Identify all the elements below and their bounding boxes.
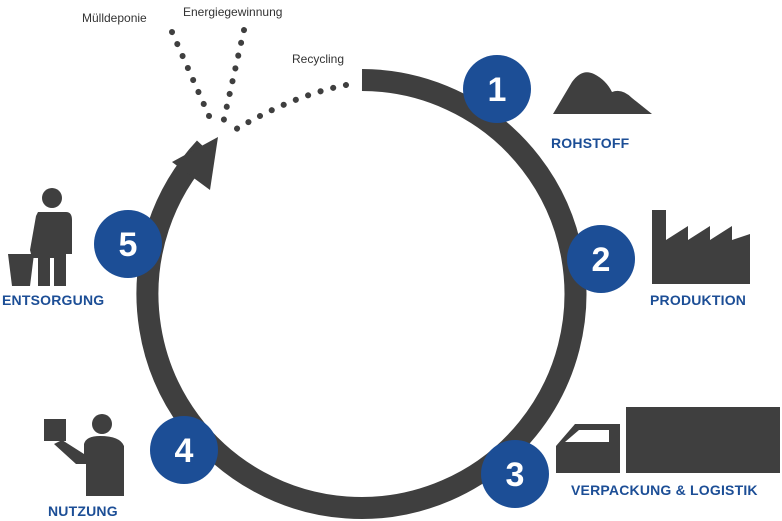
stage-number: 1 xyxy=(488,71,507,109)
stage-badge xyxy=(94,210,162,278)
stage-label: VERPACKUNG & LOGISTIK xyxy=(571,482,758,498)
stage-1: 1 ROHSTOFF xyxy=(463,55,652,151)
stage-number: 5 xyxy=(119,226,138,264)
truck-icon xyxy=(556,407,780,473)
stage-number: 2 xyxy=(592,241,611,279)
stage-badge xyxy=(463,55,531,123)
path-label-energy: Energiegewinnung xyxy=(183,5,282,19)
stage-number: 3 xyxy=(506,456,525,494)
stage-5: 5 ENTSORGUNG xyxy=(2,188,162,308)
recycling-path xyxy=(225,82,349,137)
stage-4: 4 NUTZUNG xyxy=(44,414,218,519)
stage-label: PRODUKTION xyxy=(650,292,746,308)
cycle-arrowhead xyxy=(172,137,218,190)
energy-path xyxy=(219,27,247,131)
person-with-bin-icon xyxy=(8,188,72,286)
stage-3: 3 VERPACKUNG & LOGISTIK xyxy=(481,407,780,508)
stage-badge xyxy=(567,225,635,293)
path-label-recycling: Recycling xyxy=(292,52,344,66)
factory-icon xyxy=(652,210,750,284)
stage-label: NUTZUNG xyxy=(48,503,118,519)
stage-label: ENTSORGUNG xyxy=(2,292,104,308)
stage-badge xyxy=(481,440,549,508)
dotted-paths xyxy=(169,27,349,137)
person-holding-box-icon xyxy=(44,414,124,496)
stage-label: ROHSTOFF xyxy=(551,135,630,151)
mountain-icon xyxy=(553,72,652,114)
path-label-landfill: Mülldeponie xyxy=(82,11,147,25)
cycle-ring xyxy=(136,69,587,519)
stage-2: 2 PRODUKTION xyxy=(567,210,750,308)
landfill-path xyxy=(169,29,216,128)
stage-number: 4 xyxy=(175,432,194,470)
stage-badge xyxy=(150,416,218,484)
